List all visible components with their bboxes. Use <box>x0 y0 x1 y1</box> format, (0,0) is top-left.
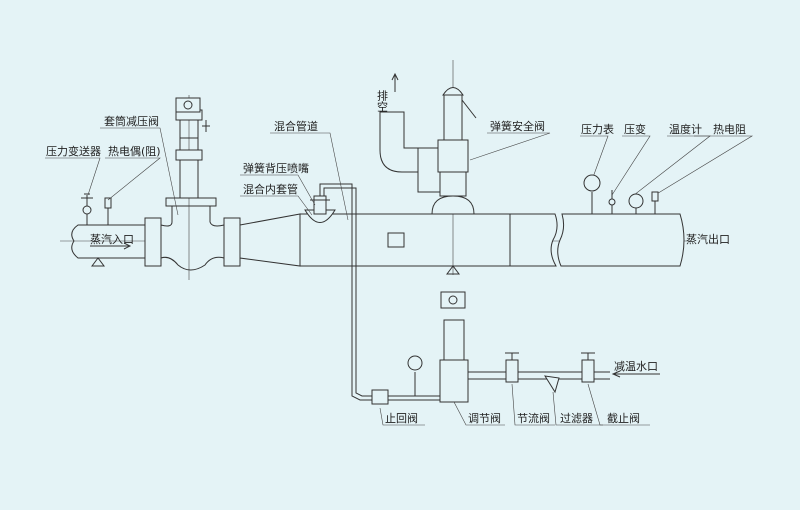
check-valve <box>371 389 389 405</box>
label-stop-valve: 截止阀 <box>607 411 640 425</box>
label-thermal-resistor: 热电阻 <box>713 123 746 136</box>
exhaust-pipe <box>379 72 419 173</box>
throttle-valve <box>505 352 519 383</box>
label-pressure-gauge: 压力表 <box>581 122 614 136</box>
label-pressure-transmitter-right: 压变 <box>624 122 646 136</box>
leader-lines <box>45 127 754 426</box>
sleeve-reducing-valve-actuator <box>175 97 210 199</box>
label-control-valve: 调节阀 <box>468 411 501 425</box>
label-thermocouple: 热电偶(阻) <box>108 145 161 158</box>
reducer-cone <box>239 213 301 267</box>
label-steam-inlet: 蒸汽入口 <box>90 232 134 246</box>
pressure-gauge-water <box>407 355 423 371</box>
label-mixing-inner-sleeve: 混合内套管 <box>243 182 298 196</box>
control-valve-body <box>439 359 469 403</box>
thermometer <box>628 193 644 214</box>
thermocouple-left <box>104 197 112 225</box>
label-filter: 过滤器 <box>560 412 593 425</box>
label-check-valve: 止回阀 <box>385 411 418 425</box>
label-thermometer: 温度计 <box>669 122 702 136</box>
label-spring-backpressure-nozzle: 弹簧背压喷嘴 <box>243 161 309 175</box>
label-pressure-transmitter-left: 压力变送器 <box>46 144 101 158</box>
label-throttle-valve: 节流阀 <box>517 411 550 425</box>
mixing-pipe <box>299 60 685 275</box>
label-spring-safety-valve: 弹簧安全阀 <box>490 119 545 133</box>
pressure-gauge <box>583 174 601 214</box>
filter <box>544 375 560 394</box>
spring-safety-valve <box>417 87 477 215</box>
stop-valve <box>581 352 595 383</box>
pressure-transmitter-right <box>608 190 616 214</box>
thermal-resistor <box>651 191 659 214</box>
label-water-inlet: 减温水口 <box>614 360 658 373</box>
label-steam-outlet: 蒸汽出口 <box>686 232 730 246</box>
pressure-transmitter-left <box>81 193 93 225</box>
label-exhaust: 排空 <box>376 89 389 112</box>
label-sleeve-reducing-valve: 套筒减压阀 <box>104 114 159 128</box>
label-mixing-pipe: 混合管道 <box>274 119 318 133</box>
water-injection-line <box>319 183 660 405</box>
